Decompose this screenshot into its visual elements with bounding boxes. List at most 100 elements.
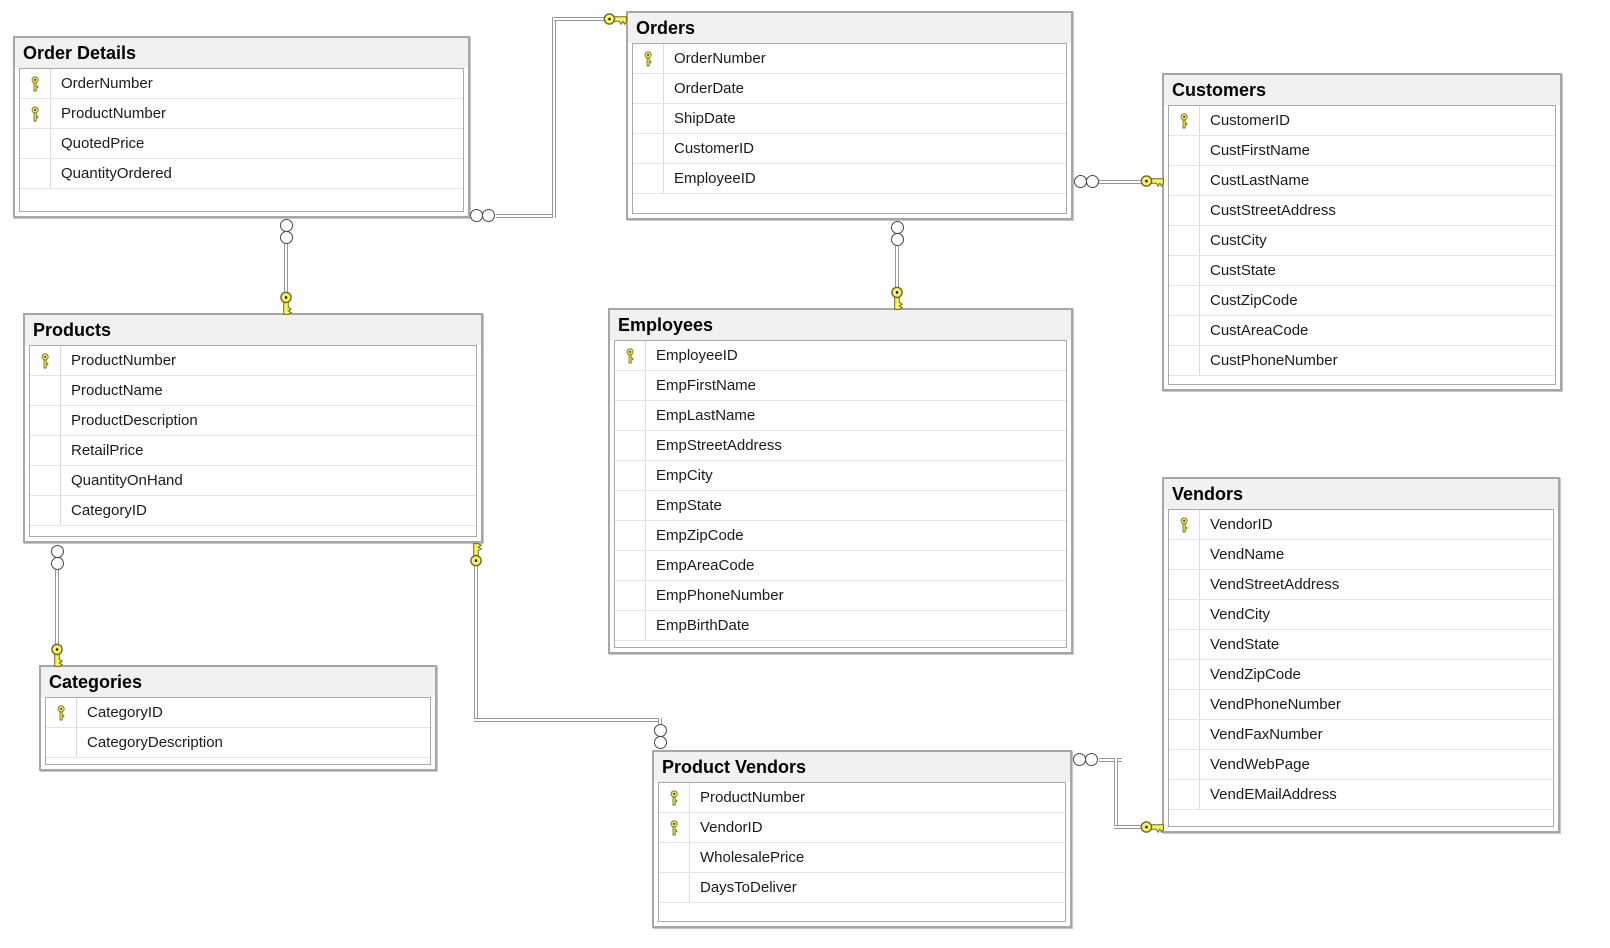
relation-vendors_product_vendors-line-segment[interactable] — [1114, 758, 1118, 829]
table-column-row[interactable]: RetailPrice — [30, 436, 476, 466]
table-title[interactable]: Products — [25, 315, 481, 345]
relation-vendors_product_vendors-line-segment[interactable] — [1114, 825, 1142, 829]
many-icon[interactable] — [890, 221, 904, 246]
relation-customers_orders-line-segment[interactable] — [1098, 180, 1142, 184]
table-title[interactable]: Categories — [41, 667, 435, 697]
table-column-row[interactable]: EmpCity — [615, 461, 1066, 491]
primary-key-icon — [20, 99, 51, 128]
table-column-row[interactable]: VendorID — [1169, 510, 1553, 540]
table-column-row[interactable]: CustCity — [1169, 226, 1555, 256]
column-name: ProductNumber — [700, 789, 806, 806]
row-selector-cell — [633, 104, 664, 133]
row-selector-cell — [46, 728, 77, 757]
many-icon[interactable] — [470, 209, 495, 222]
table-title[interactable]: Orders — [628, 13, 1071, 43]
table-column-row[interactable]: VendEMailAddress — [1169, 780, 1553, 810]
table-column-row[interactable]: CustZipCode — [1169, 286, 1555, 316]
relation-products_product_vendors-line-segment[interactable] — [658, 718, 662, 728]
one-key-icon[interactable] — [1140, 174, 1164, 188]
table-column-row[interactable]: CustState — [1169, 256, 1555, 286]
table-column-row[interactable]: VendPhoneNumber — [1169, 690, 1553, 720]
table-column-row[interactable]: CustomerID — [633, 134, 1066, 164]
table-column-row[interactable]: VendZipCode — [1169, 660, 1553, 690]
table-column-row[interactable]: QuotedPrice — [20, 129, 463, 159]
relation-orders_order_details-line-segment[interactable] — [496, 214, 554, 218]
table-column-row[interactable]: CustStreetAddress — [1169, 196, 1555, 226]
table-title[interactable]: Order Details — [15, 38, 468, 68]
table-column-row[interactable]: VendorID — [659, 813, 1065, 843]
relation-categories_products-line-segment[interactable] — [55, 569, 59, 645]
row-selector-cell — [615, 461, 646, 490]
one-key-icon[interactable] — [603, 12, 627, 26]
primary-key-icon — [30, 346, 61, 375]
table-column-row[interactable]: QuantityOnHand — [30, 466, 476, 496]
table-column-row[interactable]: EmpZipCode — [615, 521, 1066, 551]
table-column-row[interactable]: VendState — [1169, 630, 1553, 660]
many-icon[interactable] — [653, 724, 667, 749]
table-column-row[interactable]: ProductName — [30, 376, 476, 406]
many-icon[interactable] — [1074, 175, 1099, 188]
table-column-row[interactable]: VendName — [1169, 540, 1553, 570]
relation-vendors_product_vendors-line-segment[interactable] — [1099, 758, 1122, 762]
table-column-row[interactable]: QuantityOrdered — [20, 159, 463, 189]
table-column-row[interactable]: CategoryDescription — [46, 728, 430, 758]
relation-employees_orders-line-segment[interactable] — [895, 245, 899, 288]
table-column-row[interactable]: EmployeeID — [615, 341, 1066, 371]
table-column-row[interactable]: CustLastName — [1169, 166, 1555, 196]
table-column-row[interactable]: VendStreetAddress — [1169, 570, 1553, 600]
table-column-row[interactable]: OrderNumber — [20, 69, 463, 99]
table-column-row[interactable]: VendFaxNumber — [1169, 720, 1553, 750]
relation-products_product_vendors-line-segment[interactable] — [474, 566, 478, 722]
one-key-icon[interactable] — [469, 543, 483, 567]
relation-products_order_details-line-segment[interactable] — [284, 243, 288, 295]
table-column-row[interactable]: EmpAreaCode — [615, 551, 1066, 581]
table-column-row[interactable]: EmployeeID — [633, 164, 1066, 194]
table-column-row[interactable]: CustomerID — [1169, 106, 1555, 136]
table-column-row[interactable]: EmpLastName — [615, 401, 1066, 431]
table-column-row[interactable]: ProductNumber — [30, 346, 476, 376]
table-column-row[interactable]: ShipDate — [633, 104, 1066, 134]
table-column-row[interactable]: EmpBirthDate — [615, 611, 1066, 641]
table-column-row[interactable]: EmpFirstName — [615, 371, 1066, 401]
table-column-row[interactable]: ProductDescription — [30, 406, 476, 436]
table-column-row[interactable]: OrderNumber — [633, 44, 1066, 74]
relation-products_product_vendors-line-segment[interactable] — [474, 718, 662, 722]
many-icon[interactable] — [1073, 753, 1098, 766]
table-column-row[interactable]: VendCity — [1169, 600, 1553, 630]
table-column-row[interactable]: EmpState — [615, 491, 1066, 521]
relation-orders_order_details-line-segment[interactable] — [554, 17, 605, 21]
one-key-icon[interactable] — [890, 286, 904, 310]
table-column-row[interactable]: ProductNumber — [659, 783, 1065, 813]
table-column-row[interactable]: ProductNumber — [20, 99, 463, 129]
table-column-row[interactable]: OrderDate — [633, 74, 1066, 104]
table-column-row[interactable]: CustPhoneNumber — [1169, 346, 1555, 376]
relation-orders_order_details-line-segment[interactable] — [552, 17, 556, 218]
table-title[interactable]: Employees — [610, 310, 1071, 340]
row-selector-cell — [615, 551, 646, 580]
table-column-row[interactable]: DaysToDeliver — [659, 873, 1065, 903]
table-column-row[interactable]: WholesalePrice — [659, 843, 1065, 873]
one-key-icon[interactable] — [279, 291, 293, 315]
table-column-row[interactable]: EmpPhoneNumber — [615, 581, 1066, 611]
one-key-icon[interactable] — [50, 643, 64, 667]
many-icon[interactable] — [50, 545, 64, 570]
many-icon[interactable] — [279, 219, 293, 244]
table-column-row[interactable]: CustFirstName — [1169, 136, 1555, 166]
table-title[interactable]: Product Vendors — [654, 752, 1070, 782]
one-key-icon[interactable] — [1140, 820, 1164, 834]
table-title[interactable]: Vendors — [1164, 479, 1558, 509]
table-column-row[interactable]: EmpStreetAddress — [615, 431, 1066, 461]
table-title[interactable]: Customers — [1164, 75, 1560, 105]
table-column-row[interactable]: CustAreaCode — [1169, 316, 1555, 346]
table-column-row[interactable]: CategoryID — [46, 698, 430, 728]
table-column-row[interactable]: CategoryID — [30, 496, 476, 526]
table-column-row[interactable]: VendWebPage — [1169, 750, 1553, 780]
